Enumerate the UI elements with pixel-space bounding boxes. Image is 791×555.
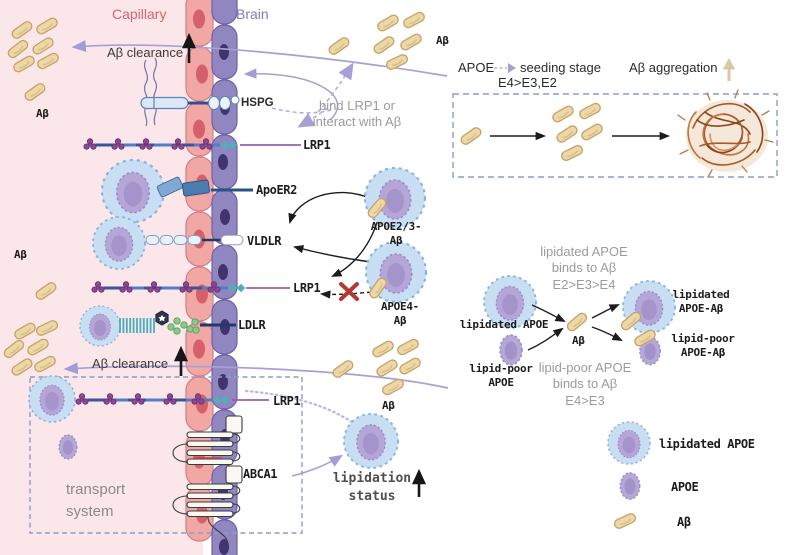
ldlr-receptor-icon (79, 305, 236, 347)
blocked-x-icon (339, 282, 359, 301)
brain-label: Brain (236, 6, 269, 22)
lrp1-receptor-bottom-icon (28, 375, 269, 460)
lipid-poor-apoe-line1: lipid-poor (469, 362, 533, 375)
apoe23-ab-label-line2: Aβ (389, 233, 403, 247)
ab-label-mid-left: Aβ (14, 248, 27, 261)
hspg-receptor-icon (140, 57, 240, 127)
aggregation-increase-arrow-icon (722, 57, 736, 81)
hspg-label: HSPG (241, 97, 274, 109)
lipid-poor-apoe-ab-line2: APOE-Aβ (680, 345, 726, 359)
increase-arrows-icon (173, 32, 427, 497)
aggregation-box (452, 93, 778, 178)
lipid-poor-binds-line1: lipid-poor APOE (538, 360, 632, 375)
seeding-dashed-arrow-icon (494, 63, 516, 73)
bind-lrp1-note: bind LRP1 or interact with Aβ (313, 98, 401, 131)
lipidation-status-label: lipidation status (333, 470, 411, 506)
seeding-stage-label: seeding stage (520, 60, 601, 75)
apoe-seeding-label: APOE (458, 60, 495, 75)
lipidated-apoe-ab-line2: APOE-Aβ (678, 301, 724, 315)
apoe4-ab-label: APOE4- Aβ (381, 300, 419, 328)
lipid-poor-binds-line2: binds to Aβ (552, 376, 618, 392)
lrp1-bottom-label: LRP1 (273, 394, 301, 408)
bind-lrp1-note-line1: bind LRP1 or (319, 98, 395, 113)
lrp1-top-label: LRP1 (303, 138, 331, 152)
apoe23-ab-complex-icon (363, 166, 427, 230)
lipidated-binds-note: lipidated APOE binds to Aβ E2>E3>E4 (540, 244, 627, 293)
lipidation-status-line1: lipidation (332, 471, 412, 486)
ab-clearance-bottom-label: Aβ clearance (92, 356, 169, 371)
legend-lipidated-apoe-label: lipidated APOE (659, 437, 755, 451)
apoe4-ab-label-line2: Aβ (393, 313, 407, 327)
abeta-fibril-tangle-icon (677, 89, 774, 178)
lipid-poor-apoe-ab-label: lipid-poor APOE-Aβ (671, 332, 735, 360)
capillary-label: Capillary (112, 6, 167, 22)
apoe-binding-diagram-icon (483, 275, 676, 366)
ab-label-bottom-right: Aβ (572, 334, 585, 347)
lipidated-binds-line3: E2>E3>E4 (552, 276, 616, 292)
aggregation-sequence-icon (458, 101, 671, 163)
abca1-transporter-icon (172, 415, 243, 546)
legend-ab-label: Aβ (677, 515, 691, 529)
lipidated-binds-line1: lipidated APOE (540, 244, 628, 259)
lrp1-mid-label: LRP1 (293, 281, 321, 295)
lipidated-apoe-ab-line1: lipidated (672, 288, 730, 301)
lipidation-status-line2: status (348, 489, 396, 505)
ab-aggregation-label: Aβ aggregation (629, 60, 718, 75)
transport-system-line2: system (66, 502, 114, 520)
apoe23-ab-label: APOE2/3- Aβ (371, 220, 422, 248)
bind-lrp1-dashed-arrows-icon (271, 62, 354, 128)
transport-system-box (29, 376, 303, 534)
vldlr-receptor-icon (92, 216, 244, 270)
apoe23-ab-label-line1: APOE2/3- (370, 220, 422, 233)
abca1-label: ABCA1 (243, 467, 278, 481)
lipidated-apoe-cell-icon (343, 413, 399, 469)
lipidated-binds-line2: binds to Aβ (551, 260, 617, 276)
apoer2-label: ApoER2 (256, 183, 297, 197)
ab-clearance-arrows-icon (63, 40, 449, 477)
ab-label-top-right: Aβ (436, 34, 449, 47)
lipidated-apoe-label: lipidated APOE (459, 318, 549, 331)
lipid-poor-apoe-label: lipid-poor APOE (469, 362, 533, 390)
lipid-poor-binds-line3: E4>E3 (565, 392, 605, 408)
vldlr-label: VLDLR (247, 234, 282, 248)
lipid-poor-binds-note: lipid-poor APOE binds to Aβ E4>E3 (539, 360, 632, 409)
lipid-poor-apoe-line2: APOE (488, 375, 514, 389)
apoe4-ab-complex-icon (364, 240, 428, 304)
legend-icons (607, 421, 651, 531)
ab-label-top-left: Aβ (36, 107, 49, 120)
ab-label-near-cluster: Aβ (382, 399, 395, 412)
lrp1-receptor-mid-icon (92, 282, 290, 293)
transport-system-line1: transport (66, 481, 126, 498)
bind-lrp1-note-line2: interact with Aβ (312, 114, 402, 130)
abeta-cluster-top-brain-icon (326, 10, 427, 72)
abeta-cluster-lipidation-icon (330, 337, 423, 397)
allele-order-label: E4>E3,E2 (498, 75, 557, 90)
lipid-poor-apoe-ab-line1: lipid-poor (671, 332, 735, 345)
ab-clearance-top-label: Aβ clearance (107, 45, 184, 60)
lrp1-receptor-top-icon (84, 139, 301, 150)
apoe4-ab-label-line1: APOE4- (381, 300, 419, 313)
lipidated-apoe-ab-label: lipidated APOE-Aβ (673, 288, 730, 316)
ldlr-label: LDLR (238, 318, 266, 332)
legend-apoe-label: APOE (671, 480, 699, 494)
transport-system-label: transport system (66, 479, 125, 523)
apoe-to-lrp1-dotted-arrow-icon (244, 389, 362, 430)
apoer2-receptor-icon (100, 158, 253, 224)
